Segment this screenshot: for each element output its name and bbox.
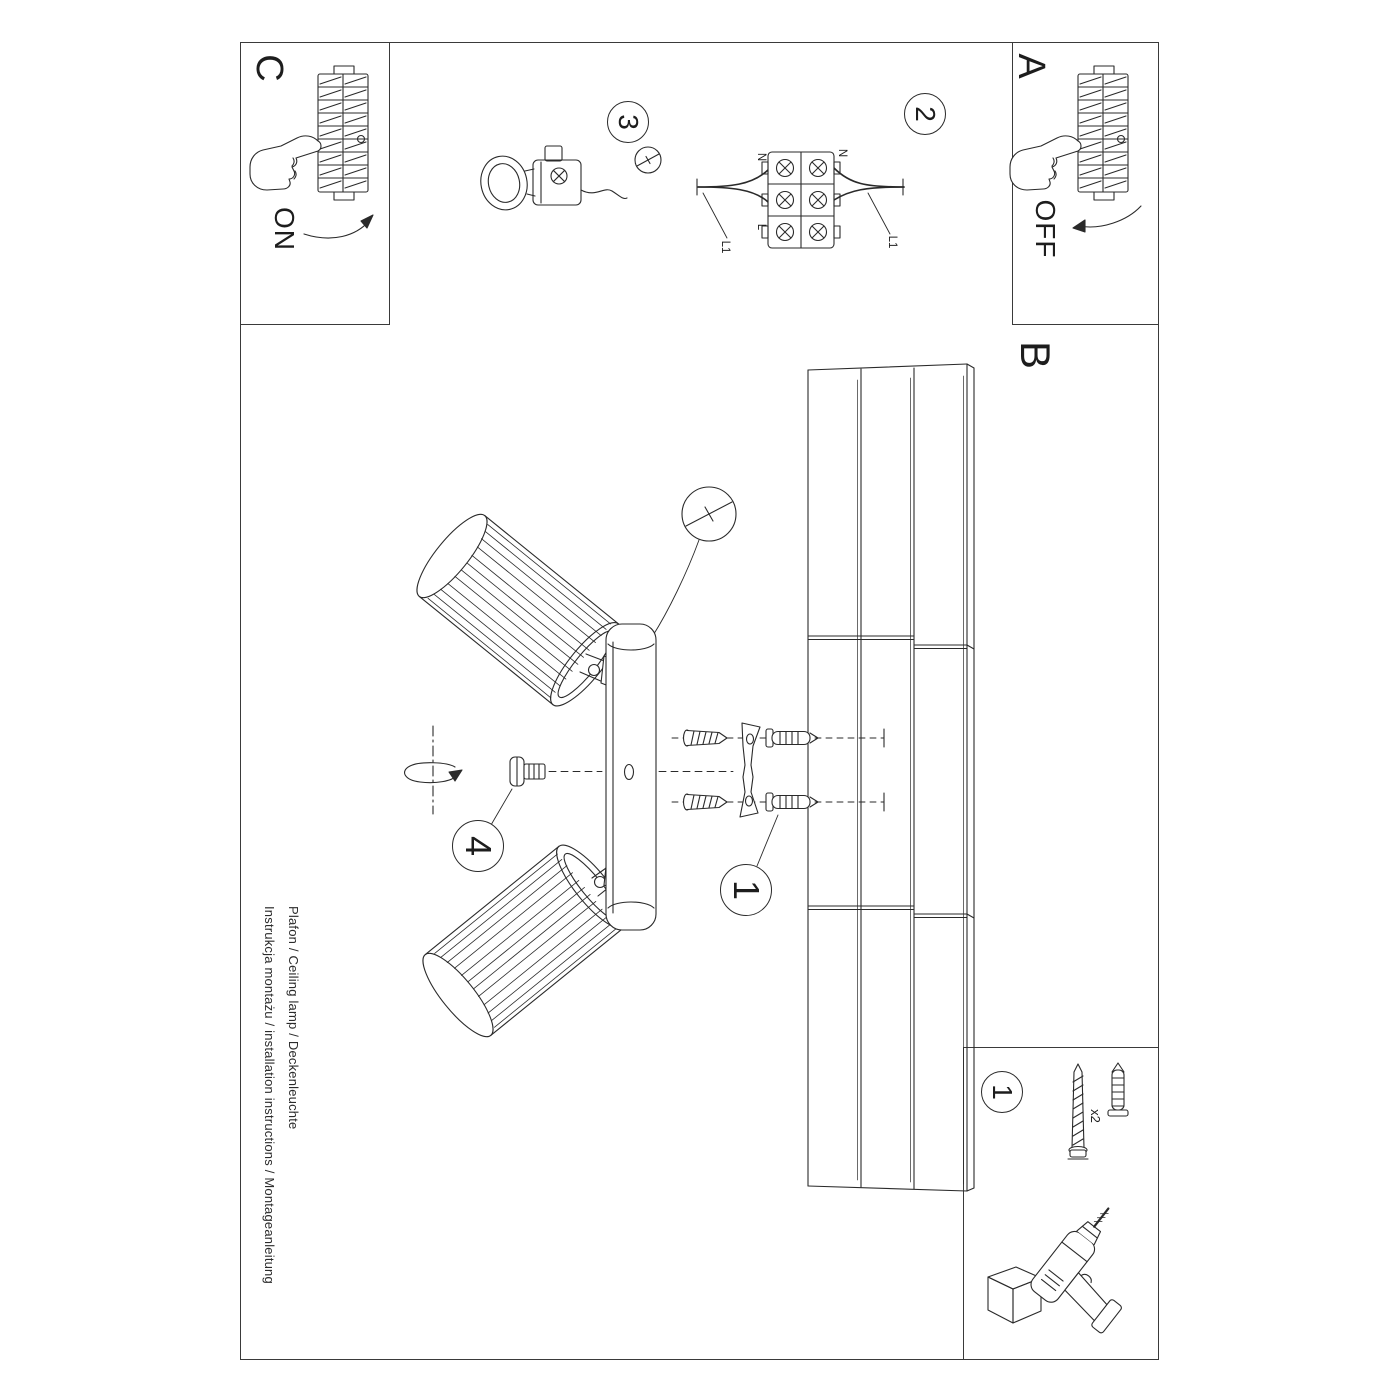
footer-title-line1: Instrukcja montażu / installation instru… — [262, 906, 277, 1284]
lamp-socket-drawing — [480, 145, 628, 211]
wire-label-l1-left: L1 — [719, 240, 731, 254]
flat-screwdriver-icon-small — [634, 146, 662, 174]
leader-lines — [490, 788, 779, 867]
switch-off-label: OFF — [1030, 199, 1061, 259]
wire-label-n-right: N — [836, 148, 848, 158]
hardware-screw-drawing — [1067, 1063, 1089, 1160]
main-frame — [240, 42, 1159, 1360]
section-a-label: A — [1010, 53, 1053, 79]
wire-label-n-left: N — [755, 152, 767, 162]
shade-lower-drawing — [412, 835, 638, 1047]
drill-icon — [1030, 1207, 1122, 1334]
wiring-diagram-drawing — [696, 151, 905, 249]
planks-drawing — [807, 363, 975, 1192]
step-2-badge: 2 — [904, 93, 946, 135]
flat-screwdriver-icon-large — [651, 486, 737, 638]
screw-anchor-row-2 — [671, 792, 885, 812]
section-b-label: B — [1012, 340, 1059, 369]
footer-title-line2: Plafon / Ceiling lamp / Deckenleuchte — [286, 906, 301, 1130]
step-3-badge: 3 — [607, 101, 649, 143]
wire-label-l1-right: L1 — [886, 235, 898, 249]
step-1-badge: 1 — [720, 864, 772, 916]
step-4-badge: 4 — [452, 820, 504, 872]
section-c-label: C — [248, 54, 291, 82]
hardware-box-frame — [963, 1047, 1159, 1360]
flip-off-arrow — [1072, 205, 1142, 233]
hardware-step-1-badge: 1 — [981, 1071, 1023, 1113]
screw-anchor-row-1 — [671, 728, 885, 748]
panel-c-frame — [240, 42, 390, 325]
wood-block-drawing — [987, 1266, 1042, 1324]
mounting-bracket-drawing — [739, 722, 761, 818]
switch-on-label: ON — [269, 207, 300, 251]
hardware-quantity-label: x2 — [1088, 1109, 1104, 1123]
canopy-plate-drawing — [605, 623, 657, 931]
wire-label-l-left: L — [755, 223, 767, 231]
shade-upper-drawing — [406, 504, 632, 716]
rotation-indicator — [404, 725, 463, 815]
mounting-bolt-drawing — [509, 756, 734, 787]
flip-on-arrow — [303, 214, 374, 239]
hardware-anchor-drawing — [1107, 1062, 1129, 1117]
